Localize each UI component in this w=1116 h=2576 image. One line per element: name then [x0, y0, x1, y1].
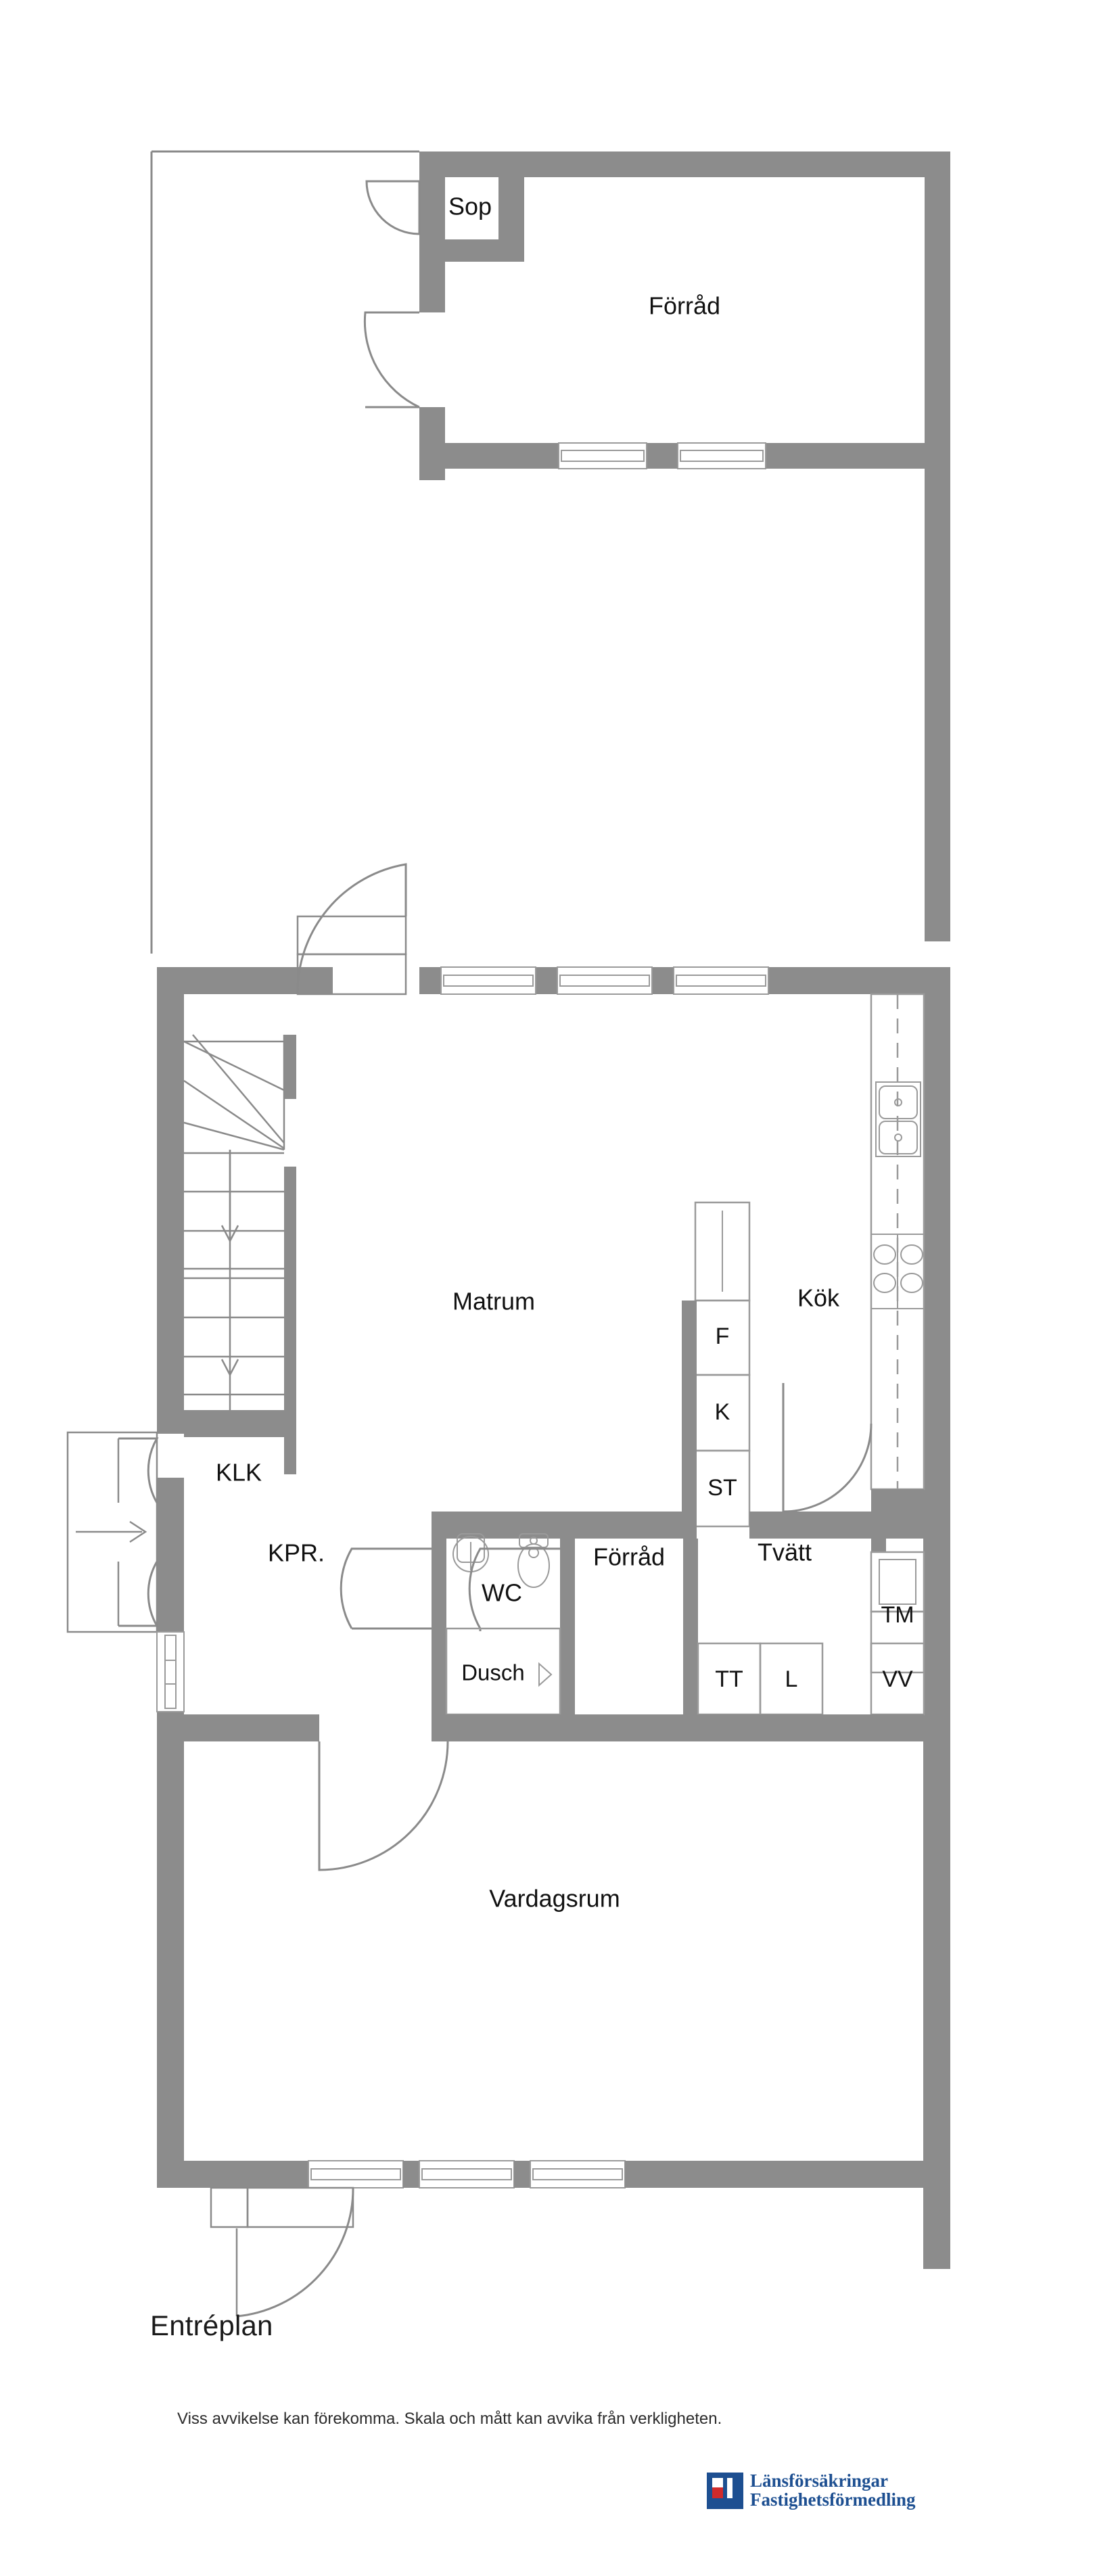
middle-left-wall-upper [157, 967, 184, 1434]
window-vardagsrum-1 [292, 2160, 404, 2188]
sop-left-wall [419, 177, 445, 239]
room-label-dusch: Dusch [461, 1660, 525, 1685]
vardagsrum-door-arc [318, 1741, 449, 1871]
service-row-bottom-wall [432, 1714, 924, 1741]
stair-landing-door [296, 863, 407, 996]
stair-right-wall-low [284, 1271, 296, 1474]
wc-right-wall [560, 1539, 575, 1714]
brand-logo: Länsförsäkringar Fastighetsförmedling [707, 2468, 930, 2513]
room-label-vardagsrum: Vardagsrum [489, 1885, 620, 1913]
kpr-bottom-wall [157, 1714, 319, 1741]
upper-right-wall [925, 151, 950, 941]
room-label-forrad-top: Förråd [649, 292, 720, 320]
kitchen-sink-icon [875, 1081, 921, 1157]
kok-door-arc [782, 1383, 873, 1513]
tvatt-room: Tvätt TT L TM VV [697, 1539, 925, 1716]
stove-icon [870, 1234, 925, 1309]
entry-door [66, 1431, 159, 1633]
wc-left-wall [432, 1512, 446, 1714]
cabinet-label-fridge: F [716, 1324, 730, 1349]
brand-line-2: Fastighetsförmedling [750, 2489, 916, 2510]
brand-wordmark: Länsförsäkringar Fastighetsförmedling [750, 2472, 915, 2509]
middle-top-wall-left [157, 967, 333, 994]
forrad-door-arc [363, 311, 420, 408]
kitchen-counter [870, 993, 925, 1491]
room-label-matrum: Matrum [452, 1288, 535, 1315]
window-forrad-2 [677, 442, 766, 469]
wc-door-right-arc [468, 1547, 560, 1629]
wc-sink-icon [452, 1533, 489, 1572]
upper-block: Sop Förråd [150, 150, 950, 954]
middle-right-wall [923, 967, 950, 1728]
window-vardagsrum-2 [403, 2160, 515, 2188]
vardagsrum-left-wall [157, 1741, 184, 2188]
klk-bottom-wall [184, 1410, 296, 1437]
room-label-klk: KLK [216, 1459, 262, 1486]
shower-drain-arrow [538, 1662, 553, 1687]
room-label-kpr: KPR. [268, 1539, 325, 1567]
window-matrum-2 [557, 966, 653, 995]
middle-block: KLK Matrum Kök [66, 863, 950, 1741]
cabinet-label-l: L [785, 1666, 798, 1692]
terrace-outline [150, 150, 419, 954]
brand-line-1: Länsförsäkringar [750, 2470, 889, 2491]
room-label-tvatt: Tvätt [758, 1539, 812, 1566]
room-label-kok: Kök [797, 1284, 840, 1312]
vardagsrum-exterior-door [210, 2186, 354, 2318]
lower-block: Vardagsrum [157, 1728, 950, 2318]
wc-door-left-arc [340, 1547, 432, 1629]
lansforsakringar-mark-icon [707, 2473, 743, 2509]
kok-bottom-wall-right [871, 1489, 924, 1539]
sop-door-arc [365, 180, 421, 235]
forrad-mid-room: Förråd [593, 1539, 698, 1714]
room-label-forrad-mid: Förråd [593, 1543, 665, 1571]
forrad-door-opening [419, 312, 446, 407]
window-matrum-3 [673, 966, 769, 995]
cabinet-stack-wall [682, 1301, 697, 1526]
stair-right-wall-upper [284, 1035, 296, 1099]
wc-room: WC Dusch [340, 1512, 575, 1716]
cabinet-label-tt: TT [715, 1666, 743, 1692]
cabinet-label-vv: VV [882, 1666, 913, 1692]
page-title: Entréplan [150, 2310, 273, 2341]
upper-top-wall [419, 151, 950, 177]
kok-bottom-wall [749, 1512, 871, 1539]
window-vardagsrum-3 [514, 2160, 794, 2188]
cabinet-label-tm: TM [881, 1602, 914, 1628]
cell-tm [870, 1610, 925, 1674]
room-label-sop: Sop [448, 193, 492, 220]
tvatt-right-wall [871, 1539, 886, 1552]
stair-right-wall-mid [284, 1167, 296, 1275]
vardagsrum-bottom-wall-left [157, 2161, 292, 2188]
forrad-mid-right-wall [683, 1539, 698, 1714]
window-kpr-left [156, 1631, 185, 1712]
window-matrum-1 [440, 966, 536, 995]
footer: Entréplan Viss avvikelse kan förekomma. … [0, 2279, 1116, 2576]
room-label-wc: WC [482, 1579, 522, 1607]
cabinet-label-freezer: K [715, 1399, 730, 1425]
wc-toilet-icon [517, 1533, 550, 1588]
vardagsrum-bottom-wall-right [794, 2161, 950, 2188]
cabinet-stack: F K ST [682, 1201, 751, 1528]
disclaimer-text: Viss avvikelse kan förekomma. Skala och … [177, 2410, 722, 2428]
staircase [183, 1034, 296, 1474]
window-forrad-1 [558, 442, 647, 469]
cabinet-label-pantry: ST [707, 1475, 737, 1501]
